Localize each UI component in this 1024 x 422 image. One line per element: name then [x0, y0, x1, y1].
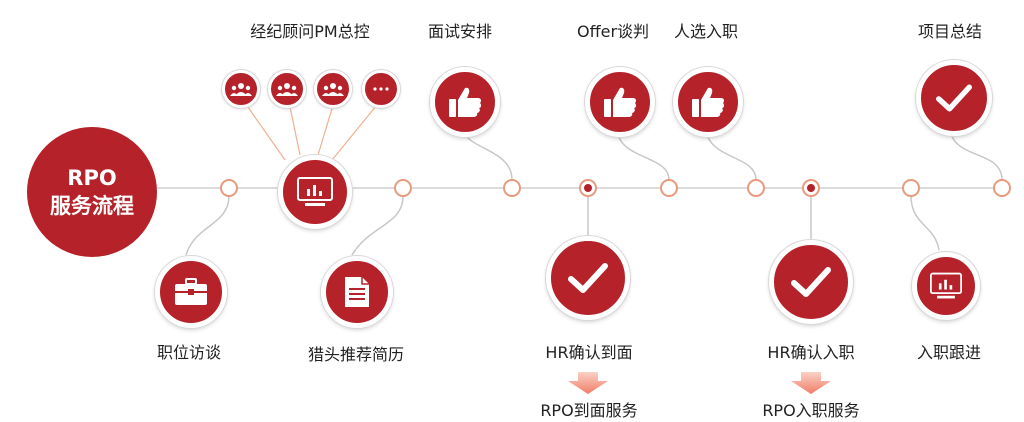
- label-project-summary: 项目总结: [917, 22, 983, 41]
- checkmark-icon: [936, 84, 972, 112]
- timeline-dot: [660, 179, 678, 197]
- timeline-dot: [902, 179, 920, 197]
- label-headhunt-resume: 猎头推荐简历: [307, 345, 405, 364]
- briefcase-icon: [175, 278, 207, 305]
- interview-arrange-node: [430, 67, 500, 137]
- label-rpo-interview-service: RPO到面服务: [540, 401, 638, 420]
- thumbs-up-icon: [449, 87, 482, 117]
- more-mini: [362, 70, 400, 108]
- checkmark-icon: [568, 263, 608, 293]
- job-interview-node: [155, 256, 227, 328]
- thumbs-up-icon: [692, 87, 725, 117]
- timeline-dot: [394, 179, 412, 197]
- timeline-dot: [220, 179, 238, 197]
- label-hr-confirm-onboard: HR确认入职: [767, 343, 855, 362]
- hub-line-1: RPO: [67, 166, 117, 190]
- monitor-chart-icon: [297, 177, 333, 206]
- label-rpo-onboard-service: RPO入职服务: [762, 401, 860, 420]
- down-arrow-icon: [568, 372, 608, 394]
- hub-line-2: 服务流程: [50, 194, 134, 218]
- onboard-followup-node: [912, 252, 980, 320]
- timeline-dot-active: [802, 179, 820, 197]
- team-mini-1: [222, 70, 260, 108]
- headhunt-resume-node: [321, 256, 393, 328]
- checkmark-icon: [791, 267, 831, 297]
- timeline-dot: [993, 179, 1011, 197]
- label-hr-confirm-interview: HR确认到面: [545, 343, 633, 362]
- team-mini-2: [268, 70, 306, 108]
- hr-confirm-interview-node: [546, 236, 630, 320]
- team-icon: [230, 83, 252, 96]
- timeline-dot-active: [579, 179, 597, 197]
- timeline-dot: [503, 179, 521, 197]
- team-icon: [276, 83, 298, 96]
- offer-negotiation-node: [585, 67, 655, 137]
- team-icon: [322, 83, 344, 96]
- more-icon: [373, 87, 389, 91]
- down-arrow-icon: [791, 372, 831, 394]
- thumbs-up-icon: [604, 87, 637, 117]
- label-offer-negotiation: Offer谈判: [576, 22, 650, 41]
- pm-control-node: [278, 155, 352, 229]
- candidate-onboard-node: [673, 67, 743, 137]
- label-job-interview: 职位访谈: [156, 343, 222, 362]
- label-candidate-onboard: 人选入职: [673, 22, 739, 41]
- timeline-dot: [747, 179, 765, 197]
- team-mini-3: [314, 70, 352, 108]
- hr-confirm-onboard-node: [769, 240, 853, 324]
- rpo-hub-circle: RPO 服务流程: [27, 127, 157, 257]
- monitor-chart-icon: [930, 272, 962, 299]
- project-summary-node: [916, 60, 992, 136]
- label-interview-arrange: 面试安排: [427, 22, 493, 41]
- label-onboard-followup: 入职跟进: [916, 343, 982, 362]
- document-icon: [345, 277, 369, 307]
- label-agent-pm: 经纪顾问PM总控: [250, 22, 370, 41]
